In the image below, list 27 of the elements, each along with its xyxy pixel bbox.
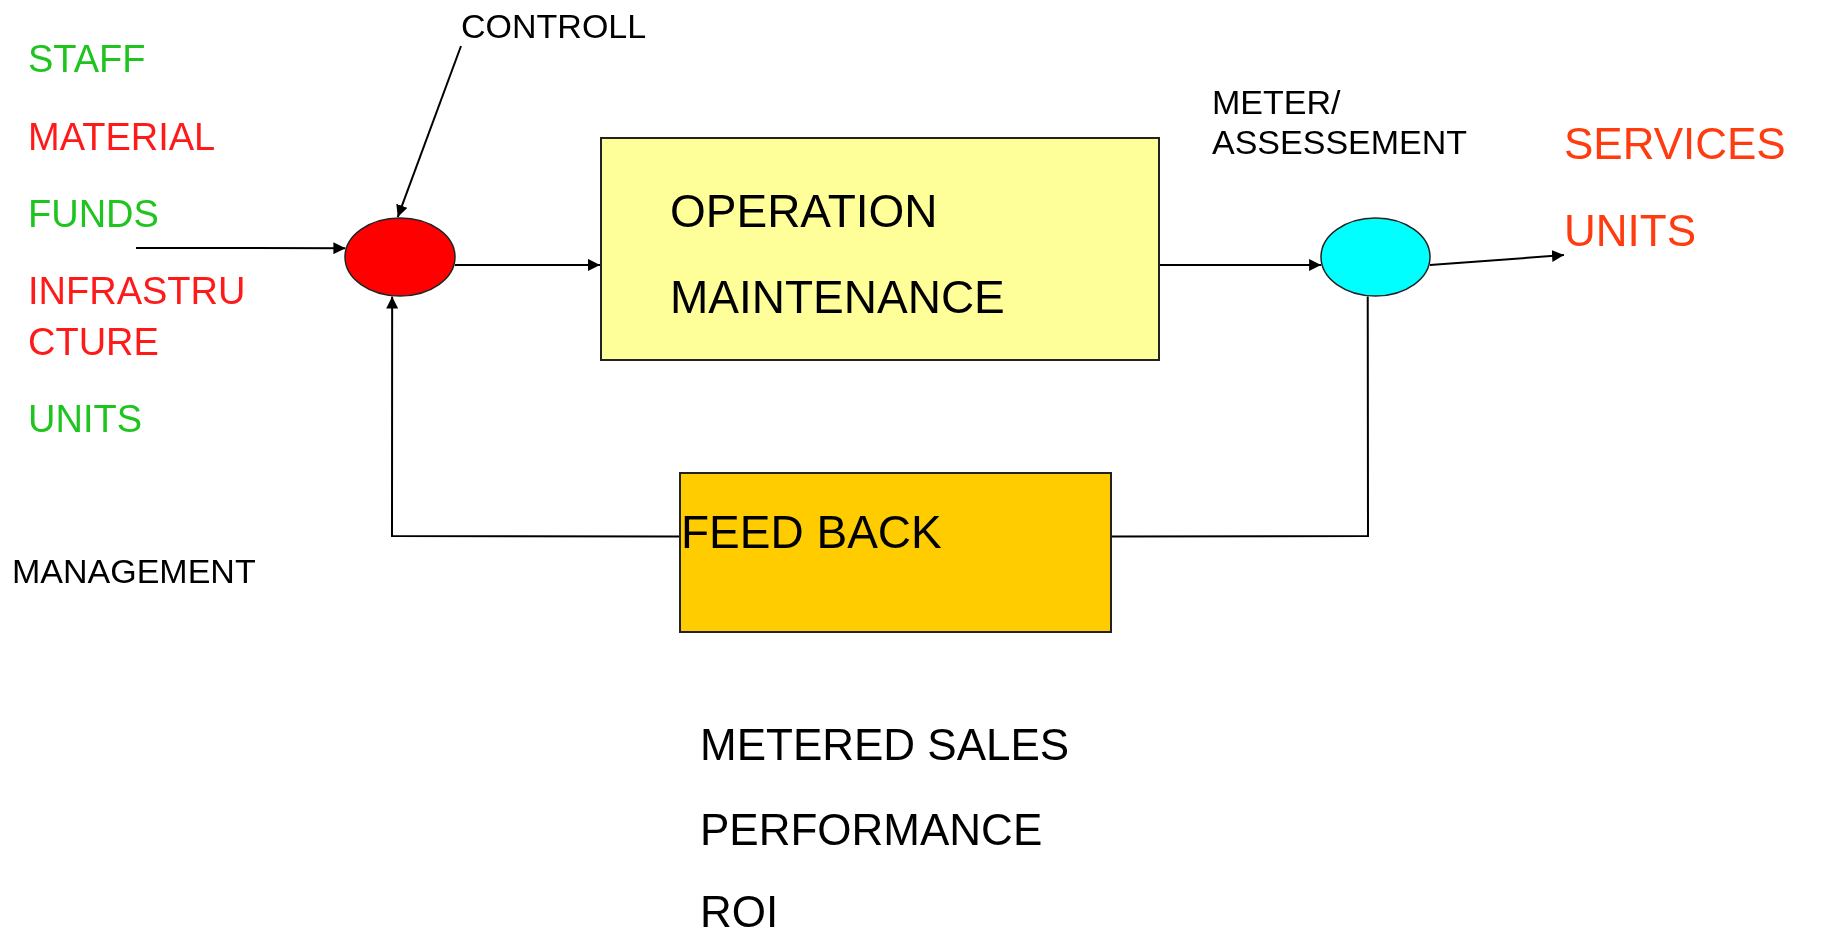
- text-label: INFRASTRU CTURE: [28, 269, 247, 365]
- text-label: METER/ ASSESSEMENT: [1212, 82, 1469, 162]
- arrow: [453, 258, 601, 271]
- node-text: MAINTENANCE: [670, 270, 1005, 325]
- node-text: SERVICES: [1564, 118, 1786, 170]
- text-label: PERFORMANCE: [700, 805, 1043, 855]
- junction-ellipse: [344, 217, 456, 297]
- junction-ellipse: [1320, 217, 1431, 297]
- node-text: OPERATION: [670, 184, 938, 239]
- arrow: [135, 242, 347, 255]
- text-label: UNITS: [28, 397, 142, 442]
- node-text: FEED BACK: [681, 505, 942, 560]
- process-box: [679, 472, 1112, 633]
- text-label: MATERIAL: [28, 115, 216, 160]
- node-label: CONTROLL: [461, 6, 647, 46]
- arrow: [1428, 250, 1565, 266]
- text-label: FUNDS: [28, 192, 159, 237]
- text-label: MANAGEMENT: [12, 551, 256, 591]
- text-label: STAFF: [28, 37, 146, 82]
- text-label: ROI: [700, 887, 779, 937]
- process-box: [600, 137, 1160, 361]
- arrow: [1159, 259, 1323, 271]
- text-label: METERED SALES: [700, 720, 1070, 770]
- arrow: [396, 45, 462, 219]
- arrow: [386, 295, 680, 538]
- connector-line: [1111, 295, 1369, 538]
- node-text: UNITS: [1564, 205, 1696, 257]
